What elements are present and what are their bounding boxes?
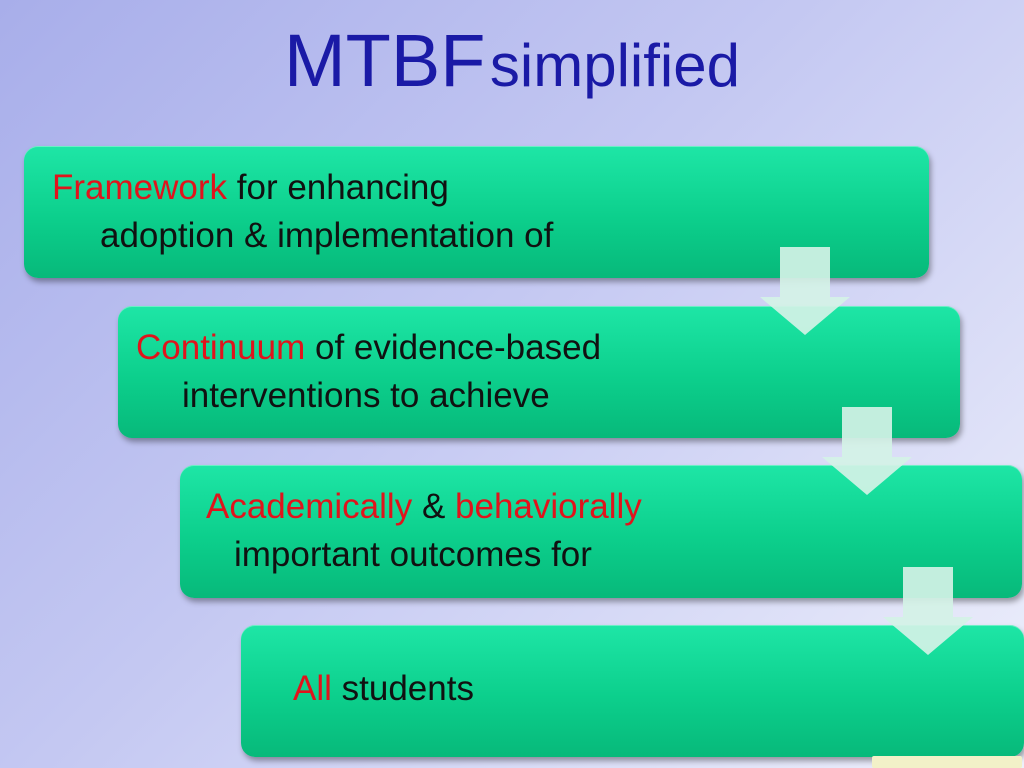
down-arrow-icon <box>883 567 973 655</box>
step-conjunction: & <box>421 487 446 526</box>
highlight-continuum: Continuum <box>136 328 306 367</box>
step-line-2: important outcomes for <box>234 535 592 574</box>
step-line-1: Academically & behaviorally <box>206 487 642 527</box>
slide-title: MTBF simplified <box>0 18 1024 103</box>
step-box-academically: Academically & behaviorally important ou… <box>180 465 1022 598</box>
title-main: MTBF <box>284 19 486 102</box>
step-box-all-students: All students <box>241 625 1024 757</box>
step-line-1: Continuum of evidence-based <box>136 328 601 368</box>
step-box-continuum: Continuum of evidence-based intervention… <box>118 306 960 438</box>
title-sub: simplified <box>489 32 740 99</box>
highlight-framework: Framework <box>52 168 228 207</box>
down-arrow-icon <box>760 247 850 335</box>
highlight-academically: Academically <box>206 487 413 526</box>
step-text: students <box>341 669 474 708</box>
highlight-behaviorally: behaviorally <box>455 487 642 526</box>
step-line-2: interventions to achieve <box>182 376 550 415</box>
organization-logo <box>872 756 1022 768</box>
step-box-framework: Framework for enhancing adoption & imple… <box>24 146 929 278</box>
step-text: for enhancing <box>236 168 449 207</box>
step-line-1: All students <box>293 669 474 709</box>
step-text: of evidence-based <box>315 328 602 367</box>
step-line-1: Framework for enhancing <box>52 168 449 208</box>
down-arrow-icon <box>822 407 912 495</box>
step-line-2: adoption & implementation of <box>100 216 554 255</box>
highlight-all: All <box>293 669 332 708</box>
